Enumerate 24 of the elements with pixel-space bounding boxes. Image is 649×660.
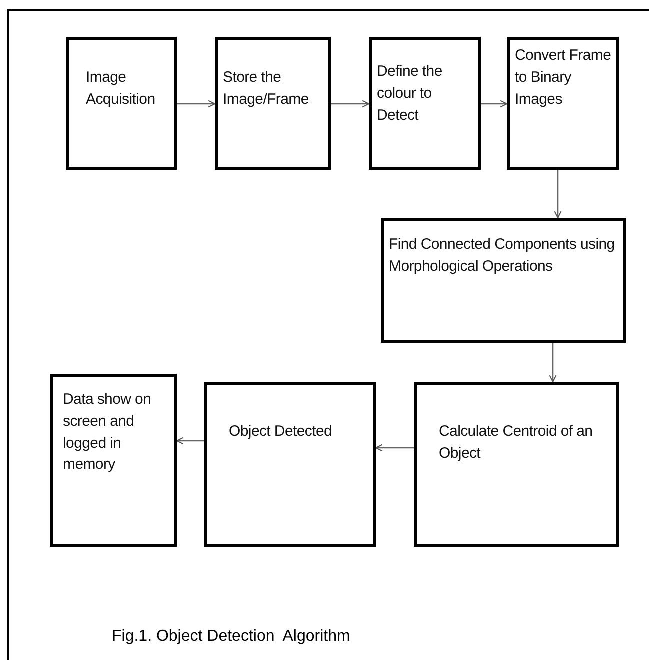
- arrow: [176, 437, 204, 445]
- arrow: [331, 100, 370, 108]
- step-text: Store the Image/Frame: [223, 68, 310, 110]
- step-text: Find Connected Components using Morphological Operations: [389, 235, 616, 277]
- step-text: Define the colour to Detect: [377, 62, 444, 126]
- step-text: Object Detected: [229, 422, 334, 442]
- step-text: Convert Frame to Binary Images: [515, 46, 612, 110]
- arrow: [481, 100, 508, 108]
- arrow: [549, 343, 557, 383]
- process-box: [414, 382, 619, 547]
- process-box: [204, 382, 376, 547]
- process-box: [50, 374, 177, 547]
- step-text: Data show on screen and logged in memory: [63, 390, 152, 476]
- arrow: [554, 170, 562, 219]
- figure-caption: Fig.1. Object Detection Algorithm: [112, 628, 350, 646]
- process-box: [215, 37, 331, 170]
- step-text: Calculate Centroid of an Object: [439, 422, 594, 464]
- step-text: Image Acquisition: [86, 68, 156, 110]
- process-box: [369, 37, 481, 170]
- process-box: [381, 218, 626, 343]
- arrow: [375, 444, 414, 452]
- process-box: [66, 37, 177, 170]
- arrow: [177, 100, 216, 108]
- process-box: [507, 37, 619, 170]
